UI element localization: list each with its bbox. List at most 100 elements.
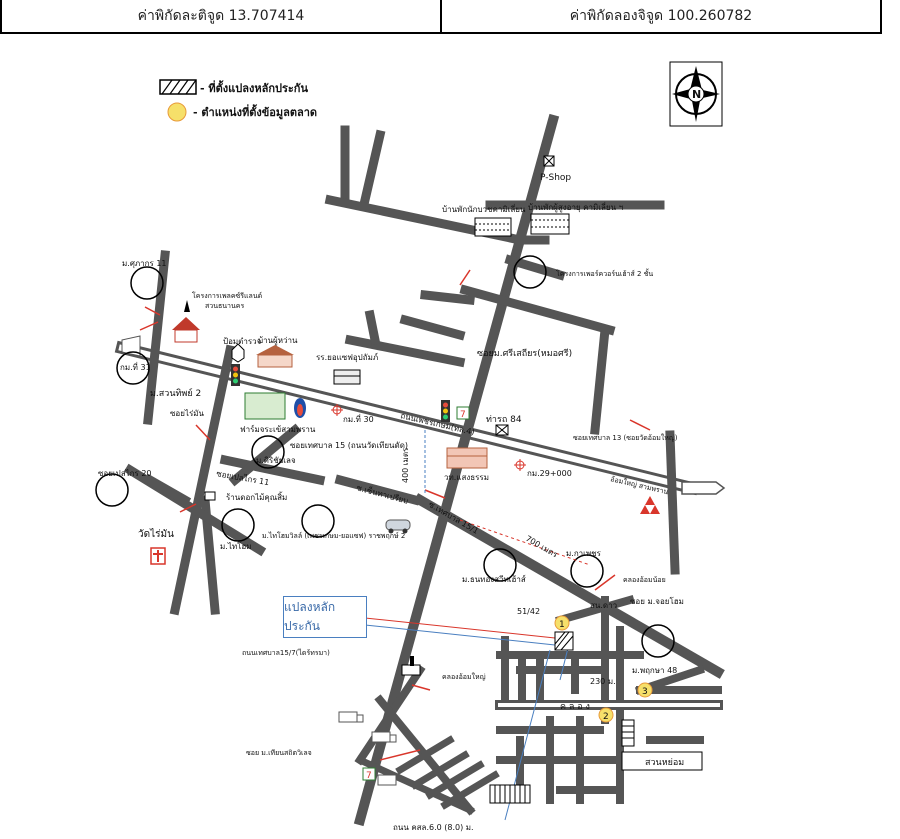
label-canal-letters: ค ล อ ง bbox=[560, 702, 590, 712]
mitsubishi-logo-icon bbox=[640, 496, 660, 514]
seven-eleven-icon: 7 bbox=[456, 406, 470, 420]
label-police: ป้อมตำรวจ bbox=[223, 337, 262, 346]
label-house1: บ้านพักนักบวชคามิเลี่ยน bbox=[442, 203, 526, 214]
label-soi-plaikrai: ซอยเปลไกร 20 bbox=[98, 469, 152, 478]
comparable-markers: 1 2 3 bbox=[554, 615, 653, 723]
area-circle bbox=[483, 548, 517, 582]
house-icon bbox=[256, 345, 294, 368]
pointer-arrow-icon bbox=[184, 300, 190, 312]
school-icon bbox=[333, 369, 361, 385]
label-num5142: 51/42 bbox=[517, 607, 540, 616]
building-icon bbox=[474, 217, 512, 237]
svg-text:3: 3 bbox=[642, 687, 648, 697]
label-san-dhan: สน.ดาว bbox=[590, 601, 617, 610]
truck-icon bbox=[338, 711, 364, 723]
car-icon bbox=[385, 519, 411, 534]
label-road-thesaban15-7: ถนนเทศบาล15/7(ไดร้ทรมา) bbox=[242, 648, 330, 657]
label-km31: กม.ที่ 31 bbox=[120, 361, 151, 372]
hatch-lines-icon bbox=[161, 79, 197, 95]
church-cross-icon bbox=[150, 547, 166, 565]
flame-logo-icon bbox=[294, 398, 306, 418]
area-circle bbox=[570, 554, 604, 588]
compass-letter: N bbox=[692, 88, 701, 101]
label-farm: ฟาร์มจระเข้สามพราน bbox=[240, 424, 316, 434]
truck-icon bbox=[371, 731, 397, 743]
label-m-thanathong: ม.ธนทองสวีทเฮ้าส์ bbox=[462, 574, 526, 584]
roads bbox=[114, 113, 725, 827]
label-project-top: โครงการเพอร์ควอร์นเฮ้าส์ 2 ชั้น bbox=[556, 267, 653, 278]
area-circle bbox=[130, 266, 164, 300]
label-wat-saengtham: วท.แสงธรรม bbox=[444, 473, 489, 482]
callout-leader-line bbox=[364, 617, 556, 639]
svg-text:2: 2 bbox=[603, 712, 609, 722]
house-icon bbox=[172, 317, 200, 343]
building-icon bbox=[530, 213, 570, 235]
label-m-pruksa: ม.พฤกษา 48 bbox=[632, 666, 677, 675]
label-soi-thesaban15: ซอยเทศบาล 15 (ถนนวัดเทียนดัด) bbox=[290, 441, 408, 450]
label-m-kaphet: ม.กาเพชร bbox=[566, 549, 602, 558]
label-soi-srisathian: ซอยม.ศรีเสถียร(หมอศรี) bbox=[477, 348, 572, 359]
highway-arrow-left-icon bbox=[121, 335, 141, 357]
area-circle bbox=[221, 508, 255, 542]
comparable-marker-icon bbox=[167, 102, 187, 122]
label-m-thaihome-ville: ม.ไทโฮมวิลล์ (เพชรเกษม-ยอแซฟ) ราชพฤกษ์ 2 bbox=[262, 531, 405, 540]
label-school: รร.ยอแซฟอุปถัมภ์ bbox=[316, 352, 378, 362]
label-km30: กม.ที่ 30 bbox=[343, 413, 374, 424]
area-circle bbox=[641, 624, 675, 658]
svg-text:7: 7 bbox=[366, 771, 372, 781]
label-m-supakorn: ม.ศุภากร 11 bbox=[122, 259, 167, 268]
svg-text:7: 7 bbox=[460, 410, 466, 420]
police-box-icon bbox=[231, 343, 245, 363]
label-project-left1: โครงการเพลคซ์รีแลนด์ bbox=[192, 291, 262, 300]
label-m-thaihome: ม.ไทโฮม bbox=[220, 541, 252, 551]
area-circle bbox=[95, 473, 129, 507]
label-wat-raiman: วัดไร่มัน bbox=[138, 528, 174, 540]
farm-image-icon bbox=[244, 392, 286, 420]
label-project-left2: สวนธนานคร bbox=[205, 302, 244, 310]
highway-arrow-right-icon bbox=[681, 481, 726, 495]
label-canal2: คลองอ้อมใหญ่ bbox=[442, 672, 486, 681]
hospital-icon bbox=[446, 447, 488, 469]
area-circle bbox=[513, 255, 547, 289]
label-road-bottom: ถนน คสล.6.0 (8.0) ม. bbox=[393, 823, 474, 832]
factory-icon bbox=[401, 656, 421, 676]
coordinates-header: ค่าพิกัดละติจูด 13.707414 ค่าพิกัดลองจิจ… bbox=[0, 0, 882, 34]
shop-icon bbox=[204, 491, 216, 501]
label-thaprot: ท่ารถ 84 bbox=[486, 415, 522, 425]
label-soi-thesaban13: ซอยเทศบาล 13 (ซอยวัดอ้อมใหญ่) bbox=[573, 433, 678, 442]
marker-2 bbox=[598, 707, 614, 723]
label-m-sirichai: ม.ศิริชัยเลจ bbox=[256, 456, 296, 465]
legend-parcel-label: - ที่ตั้งแปลงหลักประกัน bbox=[200, 80, 308, 95]
dimension-700-line bbox=[459, 519, 591, 566]
latitude-cell: ค่าพิกัดละติจูด 13.707414 bbox=[137, 8, 305, 24]
label-canal1: คลองอ้อมน้อย bbox=[623, 576, 666, 584]
seven-eleven-icon: 7 bbox=[362, 767, 376, 781]
label-soi-raiman: ซอยไร่มัน bbox=[170, 409, 205, 418]
marker-1 bbox=[554, 615, 570, 631]
park-box bbox=[621, 751, 703, 771]
label-dist700: 700 เมตร bbox=[524, 534, 560, 560]
label-pshop: P-Shop bbox=[540, 173, 571, 183]
label-soi-thiansathit: ซอย ม.เทียนสถิตวิเลจ bbox=[246, 749, 312, 757]
area-circle bbox=[251, 435, 285, 469]
truck-icon bbox=[377, 774, 397, 786]
label-rueanak: ร้านดอกไม้คุณสิ้ม bbox=[226, 491, 287, 502]
label-suan: สวนหย่อม bbox=[645, 758, 684, 768]
longitude-cell: ค่าพิกัดลองจิจูด 100.260782 bbox=[440, 0, 880, 32]
label-house2: บ้านพักผู้สูงอายุ คามิเลี่ยน ฯ bbox=[528, 201, 623, 213]
location-map: - ที่ตั้งแปลงหลักประกัน - ตำแหน่งที่ตั้ง… bbox=[95, 61, 726, 832]
label-km29: กม.29+000 bbox=[527, 469, 572, 478]
block-hatch-icon bbox=[621, 719, 635, 747]
label-house-sua: บ้านผู้หว่าน bbox=[258, 336, 298, 346]
parcel-callout: แปลงหลักประกัน bbox=[283, 596, 367, 638]
legend: - ที่ตั้งแปลงหลักประกัน - ตำแหน่งที่ตั้ง… bbox=[159, 79, 317, 122]
svg-text:1: 1 bbox=[559, 620, 565, 630]
phetkasem-road-inner bbox=[118, 344, 696, 492]
label-s-sen: ซ.เซ็นทาเปรียบ bbox=[355, 482, 409, 505]
label-soi-m-jaoyhome: ซอย ม.จอยโฮม bbox=[630, 596, 684, 606]
label-m-suansap: ม.สวนทิพย์ 2 bbox=[150, 387, 201, 399]
label-dist400: 400 เมตร bbox=[401, 447, 410, 483]
label-dist230: 230 ม. bbox=[590, 677, 616, 686]
marker-3 bbox=[637, 682, 653, 698]
map-icons: 7 bbox=[150, 155, 703, 804]
